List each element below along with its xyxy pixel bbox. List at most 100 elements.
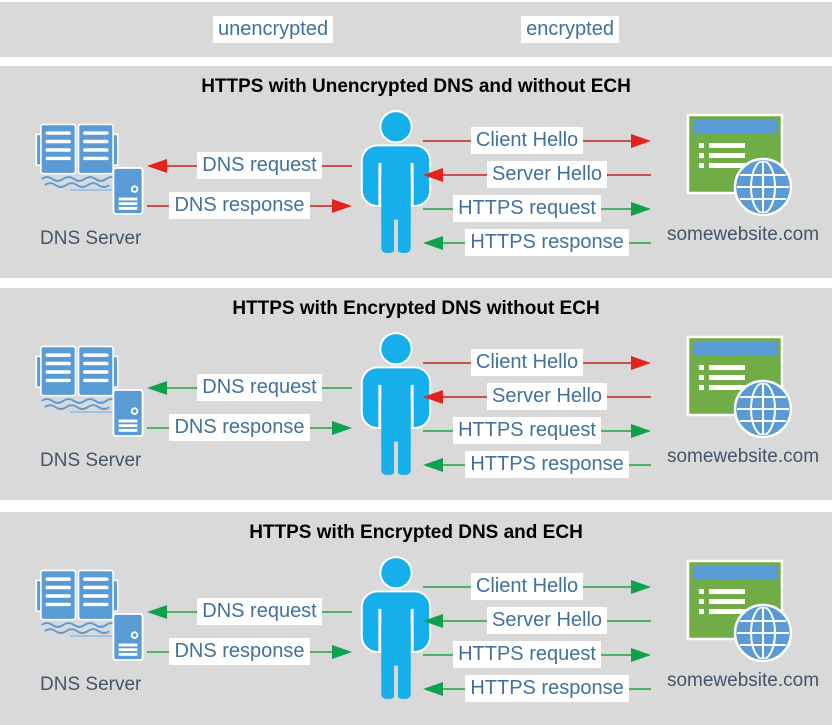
arrow-line: [309, 650, 332, 653]
arrow-line: [628, 687, 652, 690]
dns-server-label: DNS Server: [40, 228, 142, 249]
arrow-line: [607, 395, 652, 398]
arrowhead-right-icon: [631, 201, 652, 216]
https-response-arrow: HTTPS response: [423, 675, 652, 702]
client-hello-arrow: Client Hello: [423, 573, 652, 600]
dns-request-arrow: DNS request: [147, 152, 352, 179]
legend-item-unencrypted: unencrypted: [161, 16, 385, 43]
message-label: HTTPS response: [465, 675, 629, 702]
server-hello-arrow: Server Hello: [423, 383, 652, 410]
message-label: HTTPS request: [453, 417, 601, 444]
panel-title: HTTPS with Encrypted DNS and ECH: [249, 522, 583, 543]
dns-server-tower-icon: [112, 613, 144, 661]
arrow-line: [443, 395, 487, 398]
arrowhead-right-icon: [631, 647, 652, 662]
dns-request-arrow: DNS request: [147, 374, 352, 401]
arrow-line: [423, 429, 454, 432]
server-hello-arrow: Server Hello: [423, 607, 652, 634]
legend-label: unencrypted: [213, 16, 334, 43]
https-request-arrow: HTTPS request: [423, 417, 652, 444]
arrow-line: [583, 585, 632, 588]
arrow-line: [147, 204, 170, 207]
legend-label: encrypted: [521, 16, 619, 43]
arrow-line: [423, 207, 454, 210]
message-label: DNS request: [197, 374, 322, 401]
arrowhead-left-icon: [423, 613, 443, 628]
arrowhead-right-icon: [332, 420, 352, 435]
server-hello-arrow: Server Hello: [423, 161, 652, 188]
message-label: Server Hello: [486, 607, 608, 634]
book-server-connector-line: [70, 411, 114, 413]
arrow-line: [628, 463, 652, 466]
arrow-line: [423, 653, 454, 656]
arrow-line: [583, 361, 632, 364]
legend-item-encrypted: encrypted: [469, 16, 671, 43]
website-label: somewebsite.com: [666, 224, 820, 245]
message-label: DNS response: [169, 638, 310, 665]
dns-book-icon: [35, 345, 119, 410]
https-response-arrow: HTTPS response: [423, 229, 652, 256]
arrowhead-left-icon: [423, 235, 443, 250]
arrow-line: [600, 207, 632, 210]
message-label: DNS response: [169, 414, 310, 441]
arrow-line: [167, 164, 198, 167]
panel-title: HTTPS with Unencrypted DNS and without E…: [201, 76, 631, 97]
user-person-icon: [360, 110, 432, 255]
website-browser-globe-icon: [686, 113, 792, 217]
arrow-line: [600, 653, 632, 656]
https-request-arrow: HTTPS request: [423, 195, 652, 222]
arrow-line: [600, 429, 632, 432]
arrow-line: [147, 426, 170, 429]
arrowhead-left-icon: [423, 457, 443, 472]
website-browser-globe-icon: [686, 335, 792, 439]
message-label: DNS request: [197, 152, 322, 179]
client-hello-arrow: Client Hello: [423, 349, 652, 376]
arrowhead-left-icon: [423, 681, 443, 696]
arrowhead-right-icon: [631, 579, 652, 594]
arrowhead-left-icon: [423, 389, 443, 404]
arrowhead-right-icon: [332, 644, 352, 659]
arrow-line: [443, 463, 466, 466]
panel-title: HTTPS with Encrypted DNS without ECH: [232, 298, 600, 319]
message-label: Server Hello: [486, 161, 608, 188]
message-label: HTTPS request: [453, 195, 601, 222]
message-label: Server Hello: [486, 383, 608, 410]
arrow-line: [167, 386, 198, 389]
panel-unencrypted-dns-no-ech: HTTPS with Unencrypted DNS and without E…: [0, 66, 832, 278]
user-person-icon: [360, 556, 432, 701]
arrow-line: [309, 204, 332, 207]
dns-server-tower-icon: [112, 389, 144, 437]
dns-request-arrow: DNS request: [147, 598, 352, 625]
legend: unencrypted encrypted: [0, 2, 832, 57]
message-label: DNS response: [169, 192, 310, 219]
dns-server-tower-icon: [112, 167, 144, 215]
message-label: Client Hello: [470, 127, 584, 154]
message-label: Client Hello: [470, 349, 584, 376]
client-hello-arrow: Client Hello: [423, 127, 652, 154]
message-label: DNS request: [197, 598, 322, 625]
message-label: HTTPS response: [465, 229, 629, 256]
arrow-line: [423, 361, 471, 364]
arrow-line: [443, 619, 487, 622]
arrow-line: [423, 585, 471, 588]
arrow-line: [583, 139, 632, 142]
arrow-line: [607, 619, 652, 622]
arrowhead-left-icon: [147, 158, 167, 173]
dns-book-icon: [35, 123, 119, 188]
message-label: Client Hello: [470, 573, 584, 600]
arrow-line: [147, 650, 170, 653]
arrowhead-right-icon: [631, 355, 652, 370]
website-label: somewebsite.com: [666, 670, 820, 691]
arrow-line: [309, 426, 332, 429]
arrow-line: [321, 386, 352, 389]
arrow-line: [321, 164, 352, 167]
arrowhead-left-icon: [423, 167, 443, 182]
arrowhead-left-icon: [147, 380, 167, 395]
arrow-line: [443, 173, 487, 176]
dns-server-label: DNS Server: [40, 674, 142, 695]
user-person-icon: [360, 332, 432, 477]
website-label: somewebsite.com: [666, 446, 820, 467]
panel-encrypted-dns-and-ech: HTTPS with Encrypted DNS and ECH: [0, 512, 832, 725]
message-label: HTTPS response: [465, 451, 629, 478]
